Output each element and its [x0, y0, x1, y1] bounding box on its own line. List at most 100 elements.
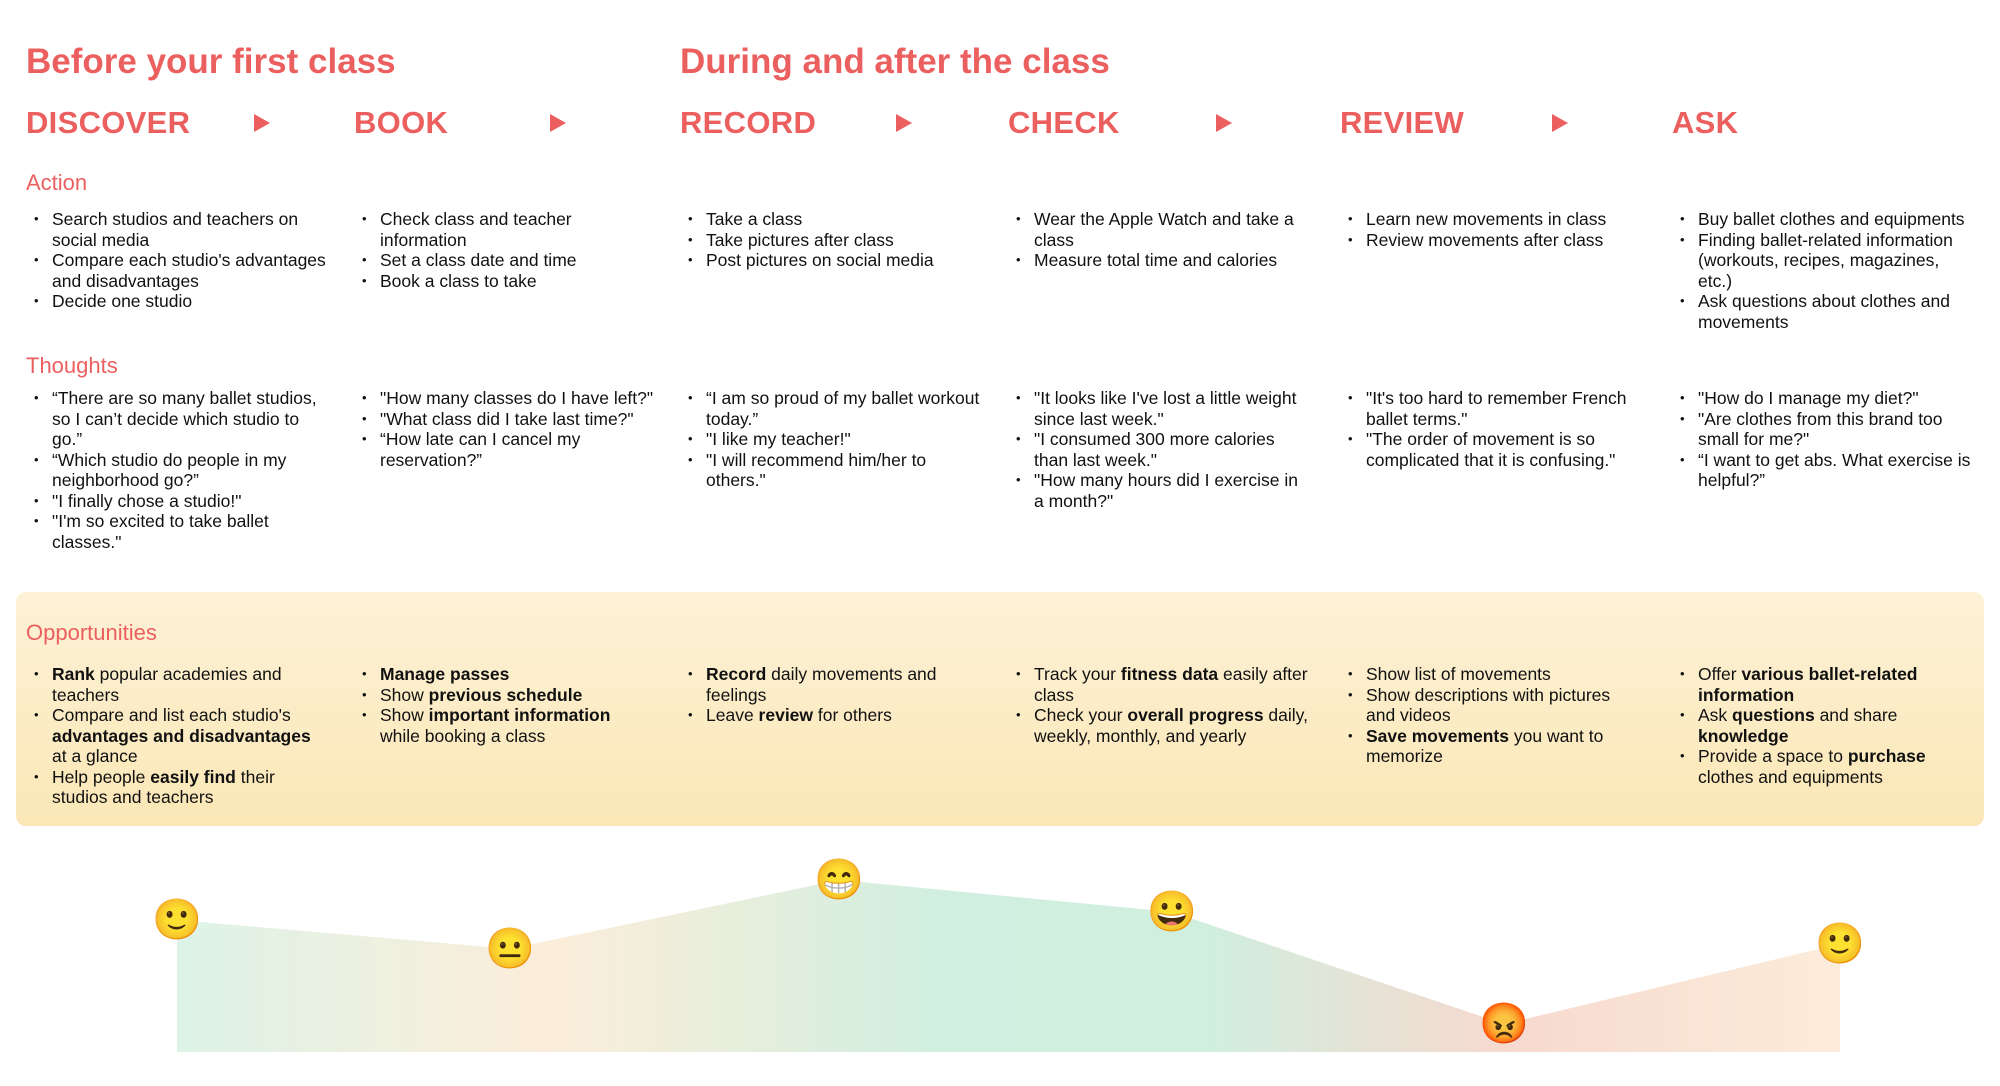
opportunity-keyword: easily find [150, 766, 236, 787]
opportunities-column-record: Record daily movements and feelingsLeave… [680, 664, 980, 726]
opportunity-text: Show [380, 684, 429, 705]
arrow-icon [1552, 114, 1568, 132]
opportunity-item: Help people easily find their studios an… [26, 767, 326, 808]
action-column-check: Wear the Apple Watch and take a classMea… [1008, 209, 1308, 271]
opportunities-column-book: Manage passesShow previous scheduleShow … [354, 664, 654, 746]
arrow-icon [1216, 114, 1232, 132]
opportunity-item: Check your overall progress daily, weekl… [1008, 705, 1308, 746]
thoughts-item: "How many hours did I exercise in a mont… [1008, 470, 1308, 511]
action-item: Post pictures on social media [680, 250, 980, 271]
mood-emoji-ask: 🙂 [1815, 922, 1865, 966]
action-item: Buy ballet clothes and equipments [1672, 209, 1972, 230]
opportunity-keyword: advantages and disadvantages [52, 725, 311, 746]
action-item: Finding ballet-related information (work… [1672, 230, 1972, 292]
opportunity-text: daily movements and feelings [706, 664, 937, 705]
mood-emoji-check: 😀 [1147, 890, 1197, 934]
thoughts-item: "I finally chose a studio!" [26, 491, 326, 512]
opportunity-keyword: Manage passes [380, 664, 510, 684]
action-item: Take pictures after class [680, 230, 980, 251]
mood-emoji-record: 😁 [814, 858, 864, 902]
action-item: Compare each studio's advantages and dis… [26, 250, 326, 291]
thoughts-column-record: “I am so proud of my ballet workout toda… [680, 388, 980, 491]
action-item: Measure total time and calories [1008, 250, 1308, 271]
thoughts-item: "The order of movement is so complicated… [1340, 429, 1640, 470]
opportunity-item: Show list of movements [1340, 664, 1640, 685]
mood-emoji-discover: 🙂 [152, 898, 202, 942]
action-item: Ask questions about clothes and movement… [1672, 291, 1972, 332]
thoughts-item: “I am so proud of my ballet workout toda… [680, 388, 980, 429]
phase-title-during: During and after the class [680, 42, 1110, 81]
thoughts-item: “There are so many ballet studios, so I … [26, 388, 326, 450]
opportunity-keyword: knowledge [1698, 725, 1789, 746]
opportunity-item: Track your fitness data easily after cla… [1008, 664, 1308, 705]
opportunity-item: Compare and list each studio's advantage… [26, 705, 326, 767]
opportunity-item: Manage passes [354, 664, 654, 685]
opportunity-keyword: Save movements [1366, 725, 1509, 746]
opportunity-text: Compare and list each studio's [52, 705, 291, 725]
opportunity-text: their studios and teachers [52, 766, 275, 808]
stage-record: RECORD [680, 105, 817, 140]
action-column-discover: Search studios and teachers on social me… [26, 209, 326, 312]
opportunity-text: Show list of movements [1366, 664, 1551, 684]
action-column-ask: Buy ballet clothes and equipmentsFinding… [1672, 209, 1972, 332]
thoughts-column-check: "It looks like I've lost a little weight… [1008, 388, 1308, 511]
opportunity-text: Track your [1034, 664, 1121, 684]
action-item: Set a class date and time [354, 250, 654, 271]
mood-emoji-book: 😐 [485, 926, 535, 971]
thoughts-item: "I consumed 300 more calories than last … [1008, 429, 1308, 470]
opportunity-item: Show descriptions with pictures and vide… [1340, 685, 1640, 726]
emotion-curve [177, 880, 1840, 1052]
opportunity-keyword: important information [428, 705, 611, 725]
stage-book: BOOK [354, 105, 449, 140]
thoughts-item: “Which studio do people in my neighborho… [26, 450, 326, 491]
opportunity-item: Show previous schedule [354, 685, 654, 706]
opportunities-band [16, 592, 1984, 826]
arrow-icon [896, 114, 912, 132]
action-item: Book a class to take [354, 271, 654, 292]
arrow-icon [254, 114, 270, 132]
opportunity-keyword: questions [1732, 705, 1815, 725]
thoughts-column-ask: "How do I manage my diet?""Are clothes f… [1672, 388, 1972, 491]
opportunity-keyword: previous schedule [428, 684, 583, 705]
row-label-opportunities: Opportunities [26, 620, 157, 645]
opportunity-text: at a glance [52, 746, 138, 766]
opportunities-column-discover: Rank popular academies and teachersCompa… [26, 664, 326, 808]
thoughts-column-review: "It's too hard to remember French ballet… [1340, 388, 1640, 470]
arrow-icon [550, 114, 566, 132]
opportunity-text: you want to memorize [1366, 725, 1604, 767]
action-item: Take a class [680, 209, 980, 230]
action-item: Wear the Apple Watch and take a class [1008, 209, 1308, 250]
opportunities-column-check: Track your fitness data easily after cla… [1008, 664, 1308, 746]
action-column-book: Check class and teacher informationSet a… [354, 209, 654, 291]
action-item: Search studios and teachers on social me… [26, 209, 326, 250]
stage-discover: DISCOVER [26, 105, 191, 140]
opportunity-text: popular academies and teachers [52, 664, 282, 705]
opportunity-item: Save movements you want to memorize [1340, 726, 1640, 767]
thoughts-column-discover: “There are so many ballet studios, so I … [26, 388, 326, 552]
opportunity-keyword: various ballet-related information [1698, 664, 1918, 705]
opportunities-column-ask: Offer various ballet-related information… [1672, 664, 1972, 787]
thoughts-item: “How late can I cancel my reservation?” [354, 429, 654, 470]
stage-review: REVIEW [1340, 105, 1465, 140]
action-column-record: Take a classTake pictures after classPos… [680, 209, 980, 271]
opportunity-text: Show [380, 705, 429, 725]
stage-check: CHECK [1008, 105, 1120, 140]
thoughts-item: "It's too hard to remember French ballet… [1340, 388, 1640, 429]
opportunity-text: Show descriptions with pictures and vide… [1366, 684, 1611, 726]
opportunity-text: Offer [1698, 664, 1742, 684]
opportunity-text: Check your [1034, 705, 1128, 725]
opportunity-item: Show important information while booking… [354, 705, 654, 746]
opportunity-item: Leave review for others [680, 705, 980, 726]
opportunity-keyword: Record [706, 664, 767, 684]
action-item: Decide one studio [26, 291, 326, 312]
row-label-thoughts: Thoughts [26, 353, 118, 378]
thoughts-item: "How do I manage my diet?" [1672, 388, 1972, 409]
action-item: Check class and teacher information [354, 209, 654, 250]
action-item: Learn new movements in class [1340, 209, 1640, 230]
thoughts-item: "I'm so excited to take ballet classes." [26, 511, 326, 552]
opportunity-text: for others [813, 705, 892, 725]
phase-title-before: Before your first class [26, 42, 396, 81]
opportunity-item: Rank popular academies and teachers [26, 664, 326, 705]
action-item: Review movements after class [1340, 230, 1640, 251]
emotion-curve-area [177, 880, 1840, 1052]
